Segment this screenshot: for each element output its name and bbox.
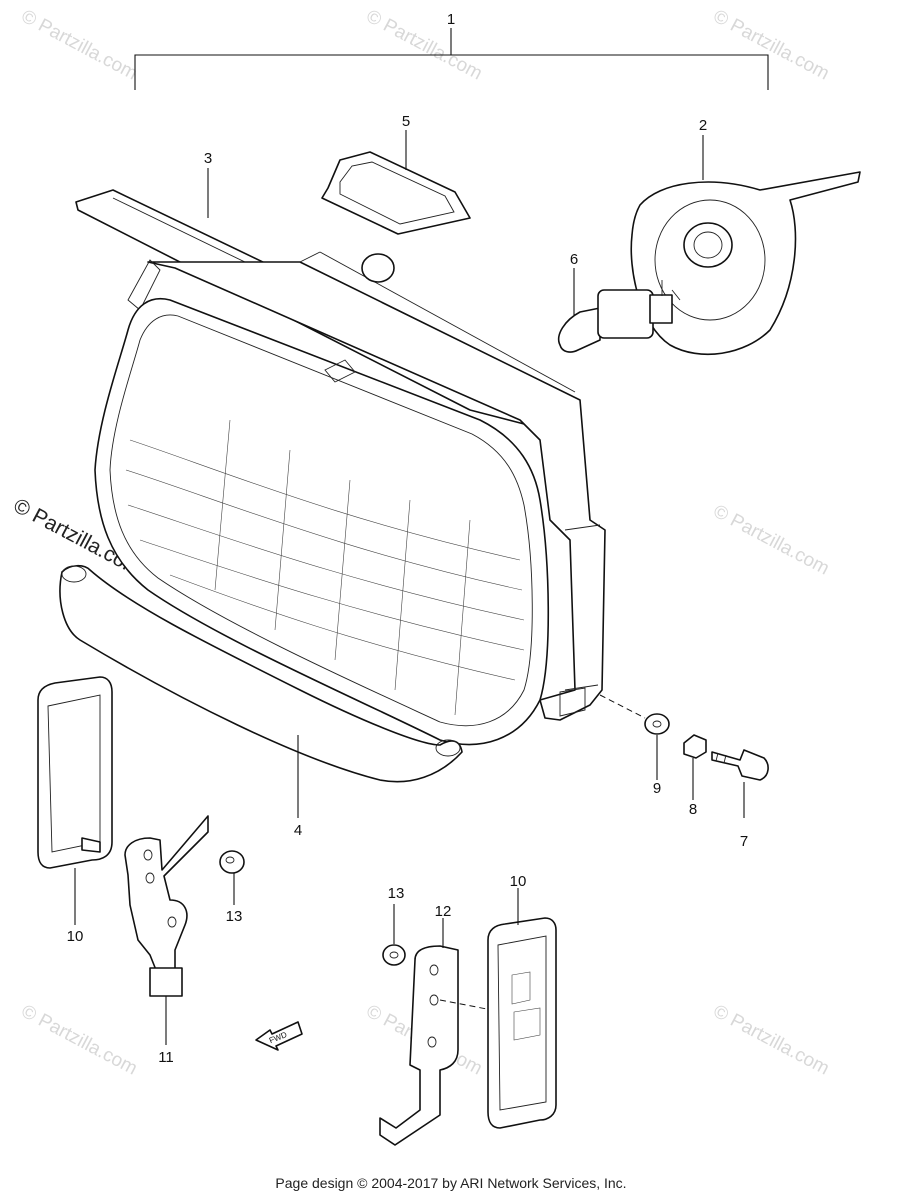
part-4-lower-trim [59, 564, 463, 818]
headlight-lens [94, 298, 550, 746]
callout-12: 12 [435, 903, 452, 920]
callout-10-right: 10 [510, 873, 527, 890]
watermark-6: © Partzilla.com [18, 1001, 141, 1080]
headlight-housing [127, 251, 606, 721]
part-5-plate [321, 130, 471, 235]
part-6-bulb [558, 268, 681, 353]
watermark-8: © Partzilla.com [710, 1001, 833, 1080]
callout-3: 3 [204, 150, 212, 167]
part-8-nut [683, 734, 707, 800]
watermark-3: © Partzilla.com [710, 6, 833, 85]
part-13-nut-left [219, 850, 245, 905]
callout-6: 6 [570, 251, 578, 268]
callout-13-left: 13 [226, 908, 243, 925]
part-13-nut-right [382, 904, 406, 966]
callouts: 1 2 3 5 6 4 9 8 7 10 13 13 12 10 11 [67, 11, 749, 1066]
watermark-2: © Partzilla.com [363, 6, 486, 85]
callout-5: 5 [402, 113, 410, 130]
part-11-bracket-left [81, 815, 209, 1045]
copyright-footer: Page design © 2004-2017 by ARI Network S… [275, 1175, 627, 1191]
callout-1: 1 [447, 11, 455, 28]
callout-9: 9 [653, 780, 661, 797]
callout-7: 7 [740, 833, 748, 850]
watermark-1: © Partzilla.com [18, 6, 141, 85]
callout-8: 8 [689, 801, 697, 818]
part-7-bolt [711, 749, 769, 818]
part-10-reflector-left [37, 676, 113, 925]
part-2-socket-cover [630, 135, 861, 356]
watermark-5: © Partzilla.com [710, 501, 833, 580]
callout-2: 2 [699, 117, 707, 134]
fwd-arrow: FWD [255, 1021, 303, 1051]
part-9-washer [599, 694, 670, 780]
part-12-bracket-right [379, 918, 493, 1146]
assembly-bracket [134, 28, 769, 90]
callout-13-right: 13 [388, 885, 405, 902]
callout-10-left: 10 [67, 928, 84, 945]
part-10-reflector-right [487, 888, 557, 1129]
callout-4: 4 [294, 822, 302, 839]
callout-11: 11 [158, 1049, 174, 1066]
